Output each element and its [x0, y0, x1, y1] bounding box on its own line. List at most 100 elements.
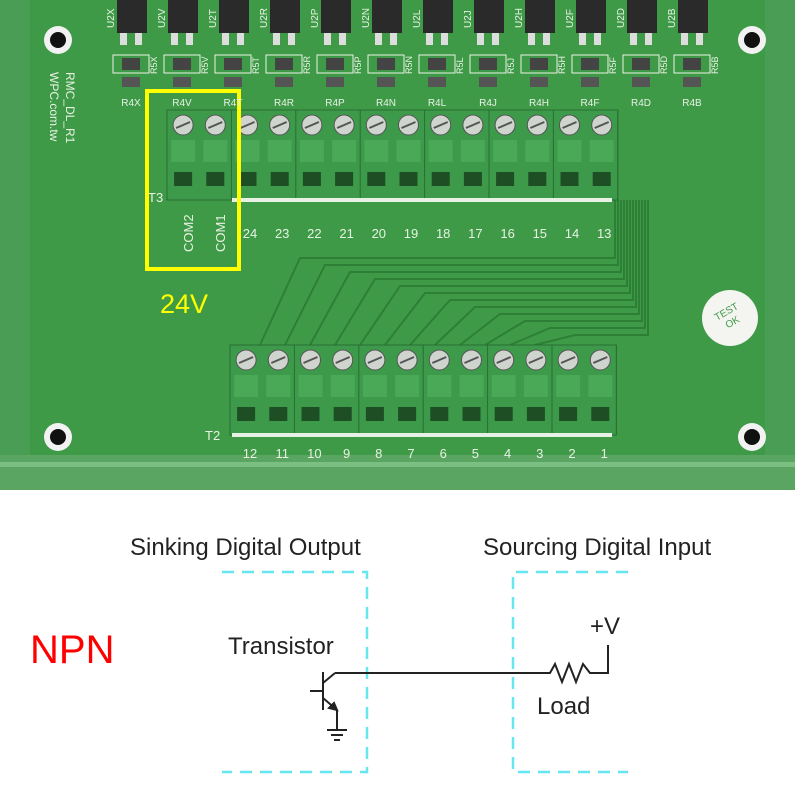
terminal-screw-icon[interactable]	[237, 114, 258, 136]
wire-slot[interactable]	[462, 407, 481, 421]
ground-icon	[327, 729, 347, 741]
chip-label: U2F	[565, 9, 576, 28]
terminal-screw-icon[interactable]	[172, 114, 194, 136]
wire-slot[interactable]	[174, 172, 193, 186]
board-model-label: RMC_DL_R1	[63, 72, 77, 144]
resistor	[581, 58, 599, 70]
terminal-screw-icon[interactable]	[204, 114, 226, 136]
wire-slot[interactable]	[526, 407, 545, 421]
wire-slot[interactable]	[559, 407, 578, 421]
npn-label: NPN	[30, 628, 114, 672]
pin-label: 10	[307, 446, 321, 461]
wire-slot[interactable]	[430, 407, 449, 421]
r4-label: R4F	[581, 98, 600, 109]
chip-label: U2B	[667, 8, 678, 28]
wire-slot[interactable]	[270, 172, 289, 186]
terminal-screw-icon[interactable]	[267, 349, 289, 371]
wire-slot[interactable]	[238, 172, 257, 186]
terminal-screw-icon[interactable]	[235, 349, 257, 371]
t2-label: T2	[205, 428, 220, 443]
r4-label: R4B	[682, 98, 702, 109]
terminal-screw-icon[interactable]	[300, 349, 321, 371]
load-label: Load	[537, 693, 590, 720]
wire-slot[interactable]	[496, 172, 515, 186]
terminal-screw-icon[interactable]	[332, 349, 354, 371]
pcb-trace	[284, 200, 619, 346]
wire-slot[interactable]	[431, 172, 450, 186]
pin-label: 8	[375, 446, 382, 461]
resistor	[377, 58, 395, 70]
terminal-screw-icon[interactable]	[301, 114, 323, 136]
wire-slot[interactable]	[463, 172, 482, 186]
wire-slot[interactable]	[398, 407, 417, 421]
resistor	[173, 58, 191, 70]
r4-label: R4D	[631, 98, 651, 109]
terminal-screw-icon[interactable]	[428, 349, 450, 371]
npn-transistor-icon	[310, 672, 339, 730]
wire-slot[interactable]	[528, 172, 547, 186]
r4-label: R4P	[325, 98, 345, 109]
terminal-screw-icon[interactable]	[589, 349, 611, 371]
terminal-screw-icon[interactable]	[430, 114, 452, 136]
terminal-screw-icon[interactable]	[526, 114, 548, 136]
pin-label: 1	[601, 446, 608, 461]
transistor-label: Transistor	[228, 633, 334, 660]
pin-label: 21	[339, 226, 353, 241]
terminal-screw-icon[interactable]	[494, 114, 516, 136]
terminal-screw-icon[interactable]	[559, 114, 580, 136]
voltage-label: 24V	[160, 289, 208, 319]
wire-slot[interactable]	[399, 172, 418, 186]
wire-slot[interactable]	[302, 172, 321, 186]
t3-label: T3	[148, 190, 163, 205]
pcb-trace	[409, 200, 634, 346]
pcb-trace	[309, 200, 622, 346]
terminal-screw-icon[interactable]	[396, 349, 418, 371]
terminal-screw-icon[interactable]	[398, 114, 419, 136]
wire-slot[interactable]	[206, 172, 225, 186]
terminal-block-t3	[166, 109, 619, 201]
com1-label: COM1	[213, 214, 228, 252]
wire-slot[interactable]	[367, 172, 386, 186]
sourcing-input-title: Sourcing Digital Input	[483, 534, 711, 561]
terminal-screw-icon[interactable]	[269, 114, 291, 136]
wire-slot[interactable]	[237, 407, 256, 421]
wire-slot[interactable]	[591, 407, 610, 421]
wire-slot[interactable]	[592, 172, 611, 186]
wire-slot[interactable]	[301, 407, 320, 421]
pcb-trace	[334, 200, 625, 346]
wire-slot[interactable]	[333, 407, 352, 421]
r4-label: R4H	[529, 98, 549, 109]
r5-label: R5B	[710, 56, 720, 74]
r5-label: R5T	[251, 56, 261, 74]
resistor	[275, 58, 293, 70]
terminal-screw-icon[interactable]	[493, 349, 515, 371]
terminal-screw-icon[interactable]	[333, 114, 355, 136]
wire-slot[interactable]	[335, 172, 354, 186]
chip-label: U2X	[106, 8, 117, 28]
terminal-screw-icon[interactable]	[557, 349, 579, 371]
test-ok-sticker: TEST OK	[702, 290, 758, 346]
r4-label: R4T	[224, 98, 243, 109]
wire-slot[interactable]	[560, 172, 579, 186]
terminal-screw-icon[interactable]	[462, 114, 484, 136]
terminal-screw-icon[interactable]	[364, 349, 386, 371]
pcb-trace	[459, 200, 640, 346]
sinking-output-title: Sinking Digital Output	[130, 534, 361, 561]
wire-slot[interactable]	[269, 407, 288, 421]
terminal-screw-icon[interactable]	[365, 114, 387, 136]
terminal-screw-icon[interactable]	[461, 349, 482, 371]
optocoupler-chip	[423, 0, 453, 33]
wire-slot[interactable]	[365, 407, 384, 421]
mounting-hole-icon	[738, 423, 766, 451]
r4-label: R4X	[121, 98, 141, 109]
terminal-screw-icon[interactable]	[591, 114, 613, 136]
pcb-trace	[359, 200, 628, 346]
optocoupler-chip	[372, 0, 402, 33]
pin-label: 24	[243, 226, 257, 241]
terminal-screw-icon[interactable]	[525, 349, 547, 371]
pcb-trace	[384, 200, 631, 346]
r5-label: R5R	[302, 55, 312, 74]
wire-slot[interactable]	[494, 407, 513, 421]
chip-label: U2J	[463, 10, 474, 28]
